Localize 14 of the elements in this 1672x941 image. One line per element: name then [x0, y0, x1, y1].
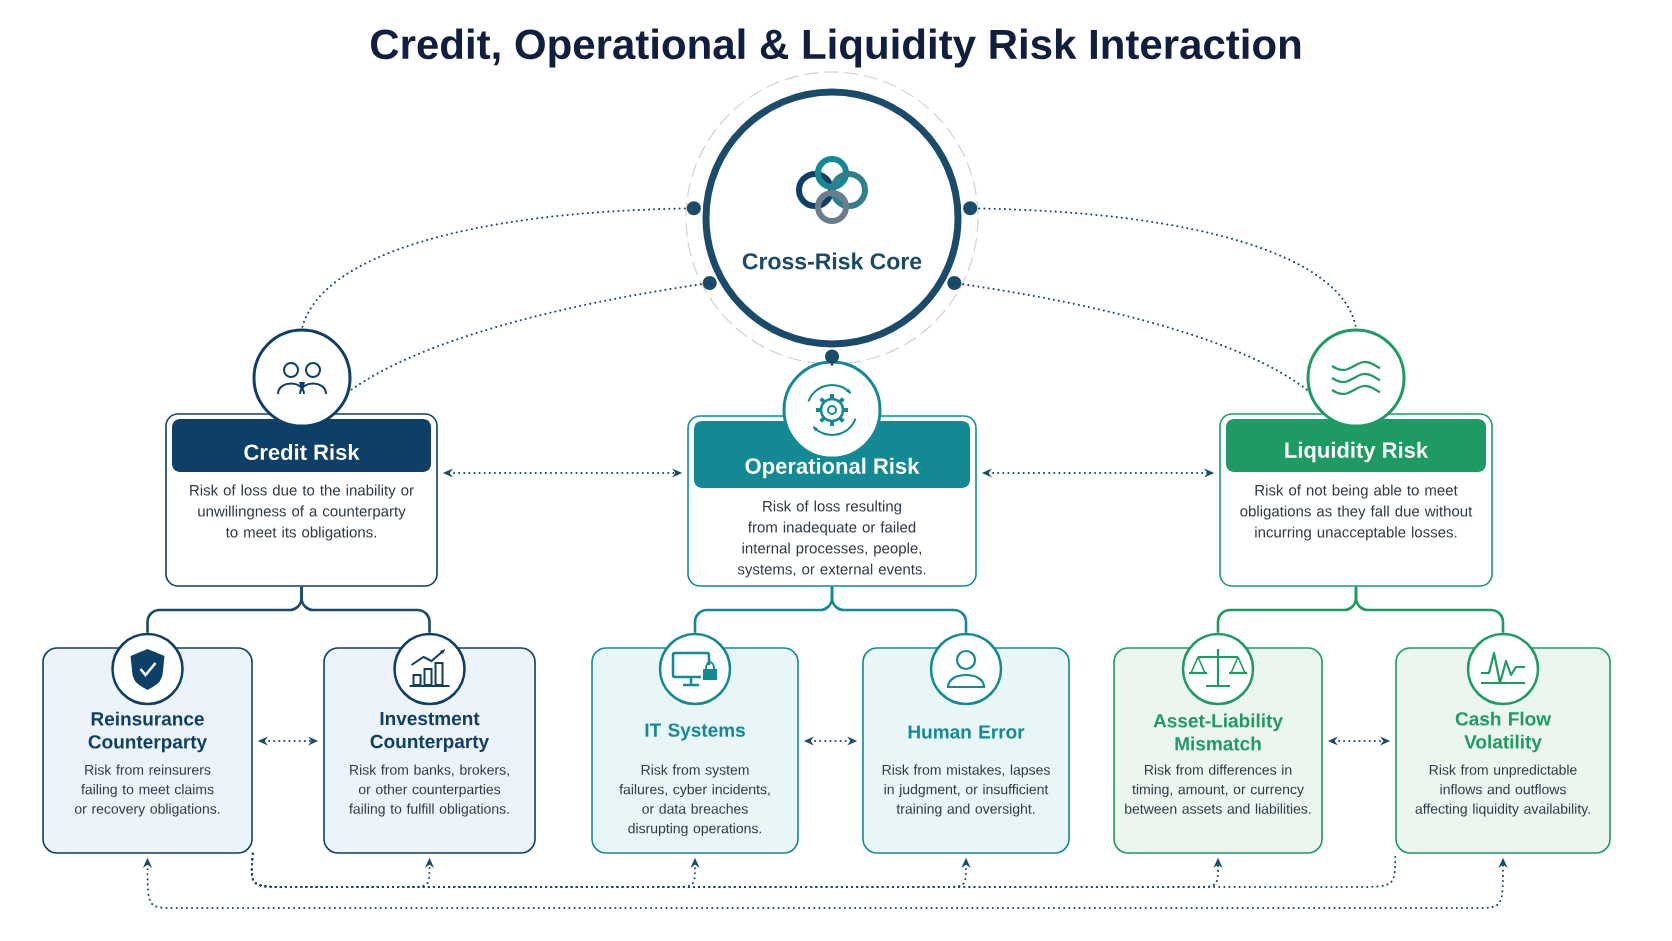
risk-card: Asset-Liability Mismatch Risk from differences in timing, amount, or currency between assets and liabilities. [1113, 647, 1323, 854]
connector [348, 276, 717, 392]
connector [963, 201, 1357, 330]
connector [825, 349, 839, 366]
connector [301, 201, 701, 330]
risk-card: Investment Counterparty Risk from banks, brokers, or other counterparties failing to fulfill obligations. [323, 647, 536, 854]
connector [947, 276, 1310, 392]
risk-card: IT Systems Risk from system failures, cyber incidents, or data breaches disrupting operations. [591, 647, 799, 854]
risk-card: Human Error Risk from mistakes, lapses in judgment, or insufficient training and oversight. [862, 647, 1070, 854]
title: Credit, Operational & Liquidity Risk Interaction [371, 28, 1301, 68]
risk-card: Cash Flow Volatility Risk from unpredictable inflows and outflows affecting liquidity availability. [1395, 647, 1611, 854]
connector [250, 852, 1397, 888]
risk-card: Reinsurance Counterparty Risk from reinsurers failing to meet claims or recovery obligations. [42, 647, 253, 854]
connector [300, 586, 431, 633]
